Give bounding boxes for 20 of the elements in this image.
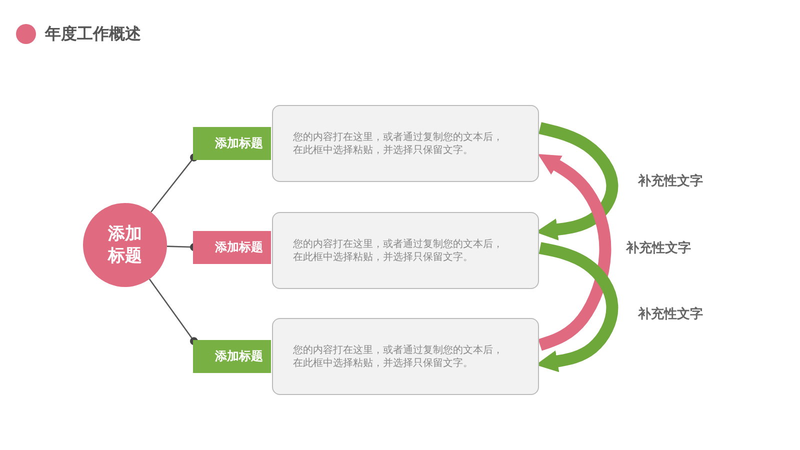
title-tag: [193, 340, 271, 373]
text-box: [272, 212, 539, 289]
curved-arrow: [538, 154, 612, 351]
tag-label: 添加标题: [215, 239, 263, 256]
connector-line: [150, 153, 198, 212]
connector-line: [148, 278, 198, 346]
body-text: 您的内容打在这里，或者通过复制您的文本后，在此框中选择粘贴，并选择只保留文字。: [293, 238, 504, 264]
circle-label: 添加标题: [108, 222, 142, 268]
title-tag: [193, 231, 271, 264]
text-box: [272, 318, 539, 395]
tag-label: 添加标题: [215, 348, 263, 365]
title-tag: [193, 127, 271, 160]
tag-label: 添加标题: [215, 135, 263, 152]
note-text: 补充性文字: [638, 306, 703, 323]
note-text: 补充性文字: [626, 240, 691, 257]
text-box: [272, 105, 539, 182]
body-text: 您的内容打在这里，或者通过复制您的文本后，在此框中选择粘贴，并选择只保留文字。: [293, 130, 504, 156]
note-text: 补充性文字: [638, 172, 703, 190]
body-text: 您的内容打在这里，或者通过复制您的文本后，在此框中选择粘贴，并选择只保留文字。: [293, 344, 504, 370]
title: 年度工作概述: [45, 24, 141, 45]
